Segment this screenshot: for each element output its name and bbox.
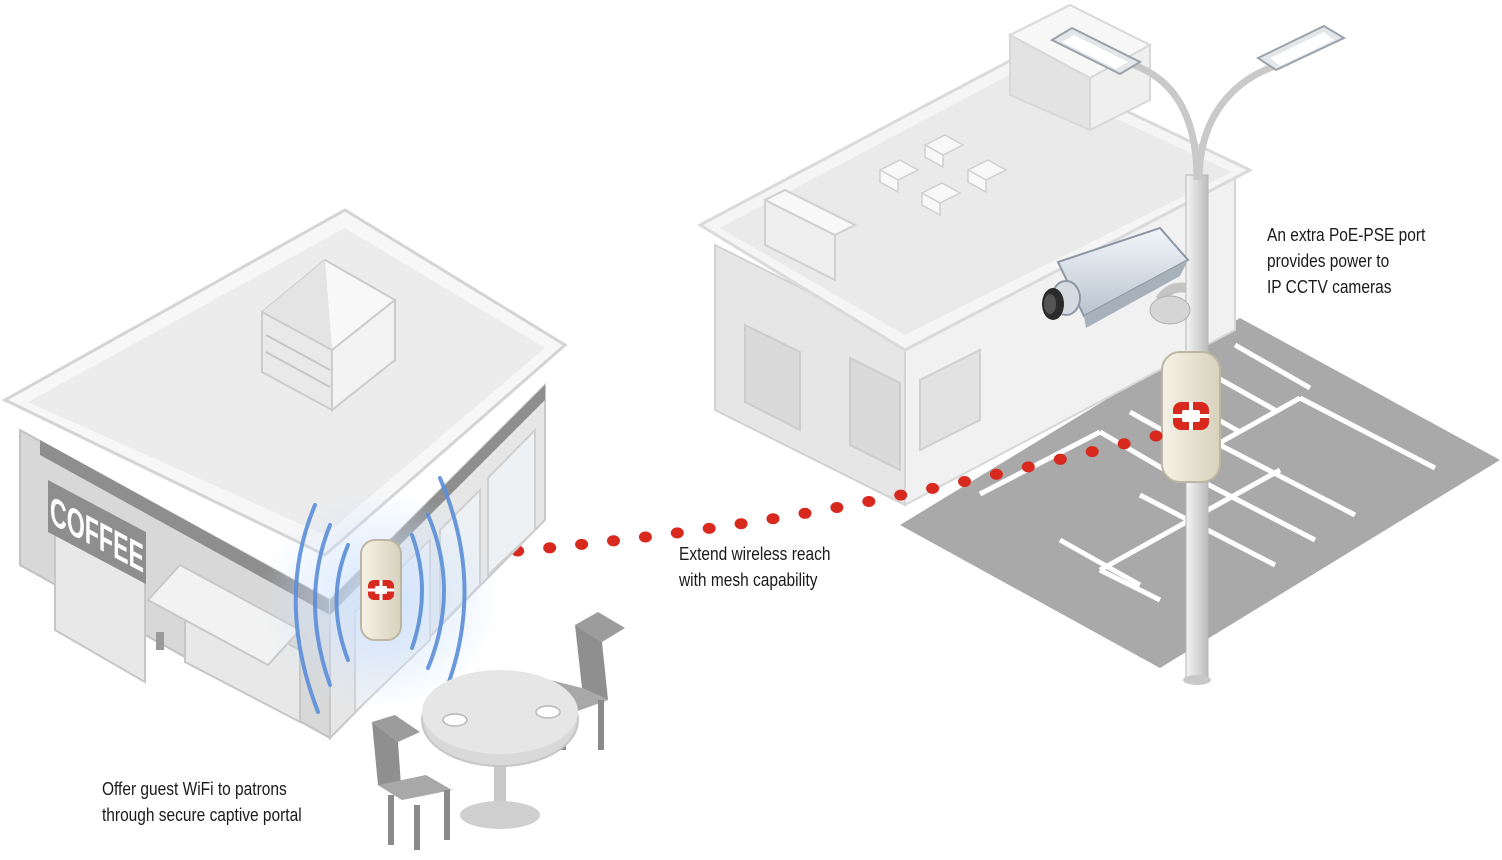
cafe-table — [421, 670, 579, 829]
caption-line: Offer guest WiFi to patrons — [102, 779, 287, 799]
mesh-link-dot — [862, 496, 876, 507]
pole-access-point-icon — [1161, 351, 1221, 483]
caption-line: An extra PoE-PSE port — [1267, 225, 1426, 245]
caption-poe: An extra PoE-PSE port provides power to … — [1267, 222, 1425, 300]
street-lamp-left — [1049, 26, 1143, 76]
mesh-link-dot — [1021, 461, 1035, 473]
mesh-link-dot — [894, 489, 908, 501]
mesh-link-dot — [958, 476, 971, 487]
mesh-link-dot — [989, 468, 1003, 480]
chair-front — [372, 715, 452, 850]
mesh-link-dot — [575, 538, 589, 550]
caption-line: Extend wireless reach — [679, 544, 831, 564]
mesh-link-dot — [1117, 438, 1131, 450]
mesh-link-dot — [1085, 446, 1099, 458]
mesh-link-dot — [734, 518, 748, 530]
cctv-camera-icon — [1042, 226, 1191, 328]
mesh-link-dot — [830, 502, 844, 513]
caption-line: with mesh capability — [679, 570, 818, 590]
caption-mesh: Extend wireless reach with mesh capabili… — [679, 541, 830, 593]
caption-guest-wifi: Offer guest WiFi to patrons through secu… — [102, 776, 302, 828]
mesh-link-dot — [1053, 453, 1067, 465]
mesh-link-dot — [702, 522, 716, 534]
mesh-link-dot — [1149, 430, 1163, 442]
mesh-link-dot — [670, 527, 684, 539]
shop-access-point-icon — [360, 539, 402, 641]
mesh-link-dot — [607, 535, 620, 547]
mesh-link-dot — [766, 513, 780, 525]
fortinet-logo-icon — [1173, 402, 1209, 430]
fortinet-logo-icon — [368, 580, 394, 600]
mesh-link-dot — [638, 531, 652, 543]
mesh-link-dot — [543, 542, 557, 554]
mesh-link-dot — [926, 482, 940, 494]
caption-line: through secure captive portal — [102, 805, 302, 825]
street-lamp-right — [1255, 24, 1347, 72]
caption-line: IP CCTV cameras — [1267, 277, 1392, 297]
caption-line: provides power to — [1267, 251, 1390, 271]
mesh-link-dot — [798, 507, 812, 519]
patio-furniture — [372, 612, 625, 850]
